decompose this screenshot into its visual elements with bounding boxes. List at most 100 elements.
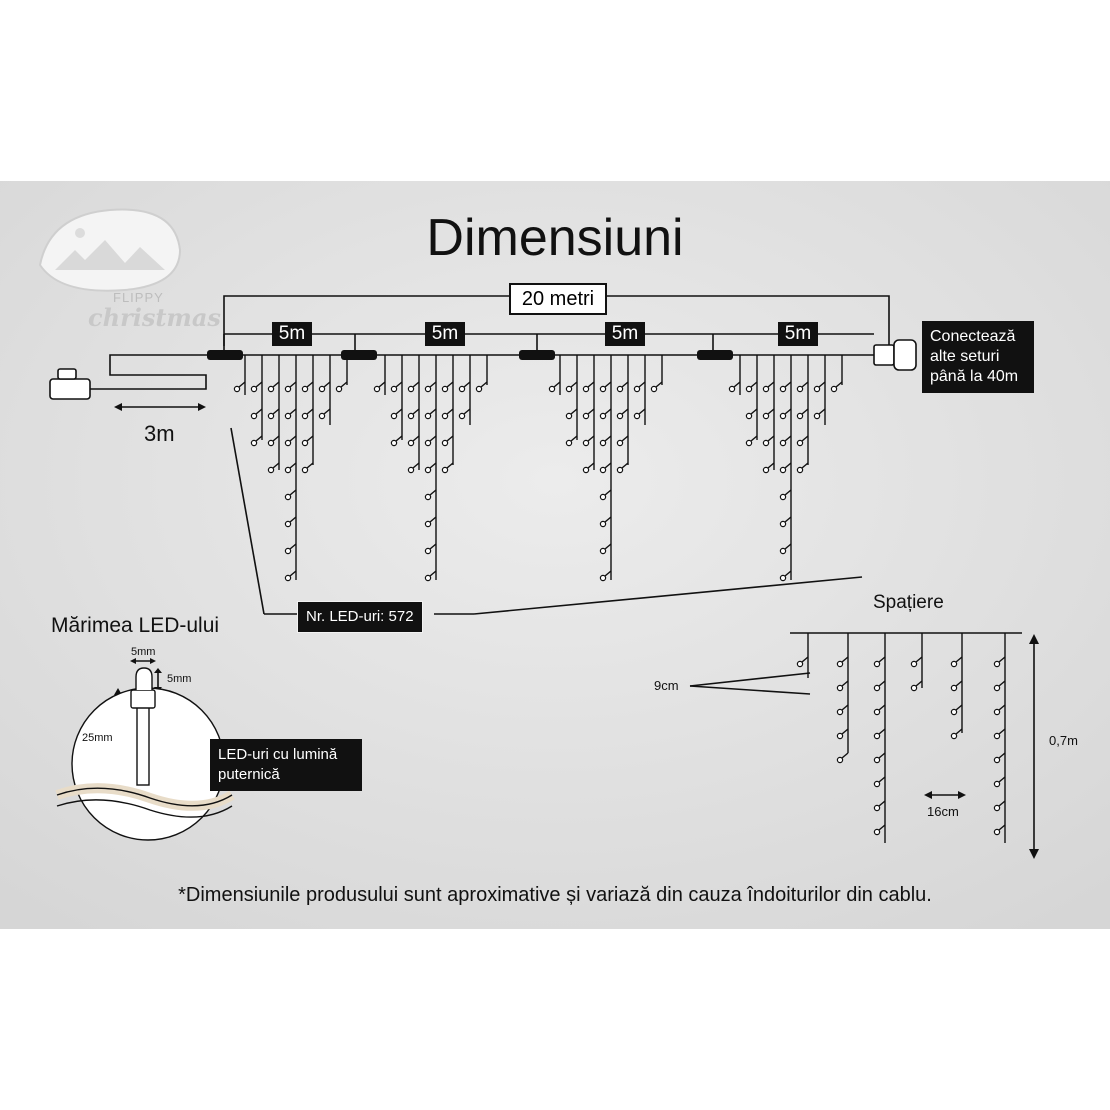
led-bulb: [250, 408, 263, 420]
led-bulb: [910, 680, 923, 692]
led-bulb: [267, 462, 280, 474]
led-bulb: [424, 570, 437, 582]
led-bulb: [250, 381, 263, 393]
led-bulb: [284, 381, 297, 393]
led-bulb: [779, 435, 792, 447]
spacing-heading: Spațiere: [873, 592, 944, 613]
connect-note-line: alte seturi: [930, 348, 1000, 365]
footnote: *Dimensiunile produsului sunt aproximati…: [178, 884, 932, 906]
led-bulb: [284, 489, 297, 501]
led-bulb: [582, 435, 595, 447]
led-bulb: [779, 408, 792, 420]
led-bulb: [796, 462, 809, 474]
led-bulb: [745, 435, 758, 447]
segment-label: 5m: [272, 322, 312, 346]
led-bulb: [441, 435, 454, 447]
led-bulb: [762, 462, 775, 474]
led-bulb: [633, 408, 646, 420]
led-bulb: [424, 516, 437, 528]
lead-cable-label: 3m: [144, 421, 175, 446]
page-title: Dimensiuni: [426, 209, 684, 267]
led-bulb: [599, 543, 612, 555]
connect-note-line: până la 40m: [930, 368, 1019, 385]
led-bulb: [301, 381, 314, 393]
led-bulb: [993, 824, 1006, 836]
led-bulb: [762, 381, 775, 393]
bright-led-note-line: puternică: [218, 766, 280, 783]
led-bulb: [813, 381, 826, 393]
led-bulb: [836, 656, 849, 668]
led-bulb: [779, 543, 792, 555]
logo-brand-script: christmas: [88, 303, 221, 332]
led-bulb: [424, 462, 437, 474]
led-bulb: [233, 381, 246, 393]
led-bulb: [301, 408, 314, 420]
flippy-logo-icon: [38, 208, 182, 292]
led-bulb: [779, 381, 792, 393]
led-bulb: [993, 800, 1006, 812]
led-bulb: [599, 408, 612, 420]
led-bulb: [565, 408, 578, 420]
led-bulb: [950, 728, 963, 740]
led-bulb: [582, 381, 595, 393]
led-count-label: Nr. LED-uri: 572: [297, 601, 423, 633]
led-bulb: [993, 728, 1006, 740]
led-bulb: [616, 435, 629, 447]
led-bulb: [993, 752, 1006, 764]
led-bulb: [745, 408, 758, 420]
led-bulb: [284, 516, 297, 528]
led-bulb: [599, 489, 612, 501]
led-bulb: [950, 656, 963, 668]
led-height-label: 25mm: [82, 732, 113, 744]
led-bulb: [475, 381, 488, 393]
led-bulb: [728, 381, 741, 393]
led-bulb: [284, 435, 297, 447]
led-bulb: [830, 381, 843, 393]
led-bulb: [250, 435, 263, 447]
led-bulb: [993, 680, 1006, 692]
segment-label: 5m: [778, 322, 818, 346]
led-bulb: [796, 408, 809, 420]
led-bulb: [424, 543, 437, 555]
led-bulb: [284, 570, 297, 582]
led-bulb: [762, 408, 775, 420]
horizontal-spacing-label: 16cm: [927, 804, 959, 819]
led-bulb: [599, 516, 612, 528]
drop-length-label: 0,7m: [1049, 733, 1078, 748]
led-bulb: [582, 462, 595, 474]
led-bulb: [873, 656, 886, 668]
led-bulb: [633, 381, 646, 393]
led-bulb: [335, 381, 348, 393]
led-bulb: [616, 462, 629, 474]
led-bulb: [650, 381, 663, 393]
led-bulb: [616, 408, 629, 420]
led-bulb: [779, 489, 792, 501]
led-bulb: [873, 704, 886, 716]
led-bulb: [779, 516, 792, 528]
led-bulb: [373, 381, 386, 393]
led-bulb: [441, 462, 454, 474]
led-bulb: [993, 656, 1006, 668]
led-size-heading: Mărimea LED-ului: [51, 614, 220, 637]
led-bulb: [836, 680, 849, 692]
led-bulb: [779, 570, 792, 582]
led-bulb: [267, 408, 280, 420]
led-bulb: [599, 570, 612, 582]
led-bulb: [267, 381, 280, 393]
led-bulb: [762, 435, 775, 447]
led-bulb: [407, 381, 420, 393]
led-bulb: [390, 435, 403, 447]
segment-label: 5m: [425, 322, 465, 346]
led-bulb: [424, 381, 437, 393]
led-bulb: [441, 381, 454, 393]
led-bulb: [441, 408, 454, 420]
led-bulb: [873, 752, 886, 764]
logo-brand-top: FLIPPY: [113, 290, 164, 305]
led-bulb: [284, 462, 297, 474]
led-bulb: [836, 728, 849, 740]
led-bulb: [284, 408, 297, 420]
connect-note: Conectează alte seturi până la 40m: [922, 321, 1034, 393]
led-width-label: 5mm: [131, 646, 156, 658]
led-bulb: [267, 435, 280, 447]
